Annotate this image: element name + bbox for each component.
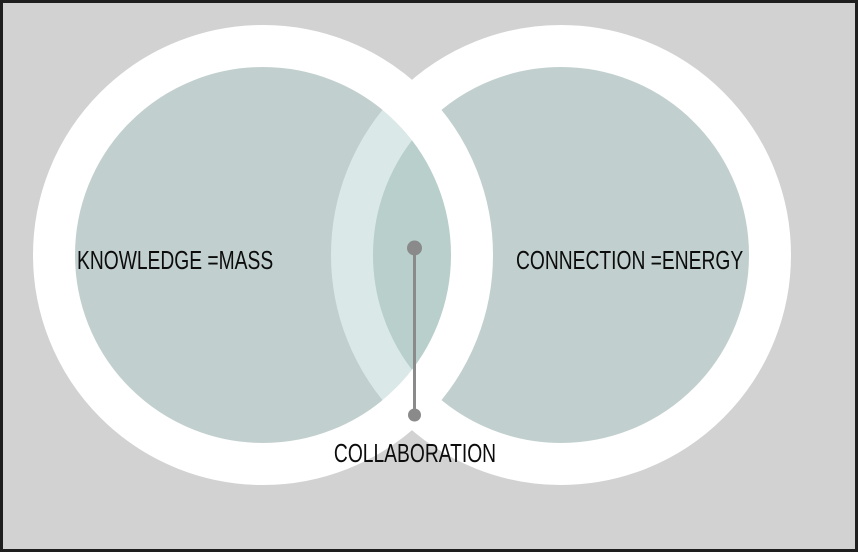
connector-bottom-dot [408,408,421,422]
intersection-label: COLLABORATION [333,438,497,468]
connector-top-dot [407,240,422,256]
right-circle-label: CONNECTION =ENERGY [516,245,744,275]
venn-circle-knowledge [33,25,493,485]
left-circle-label: KNOWLEDGE =MASS [77,245,274,275]
